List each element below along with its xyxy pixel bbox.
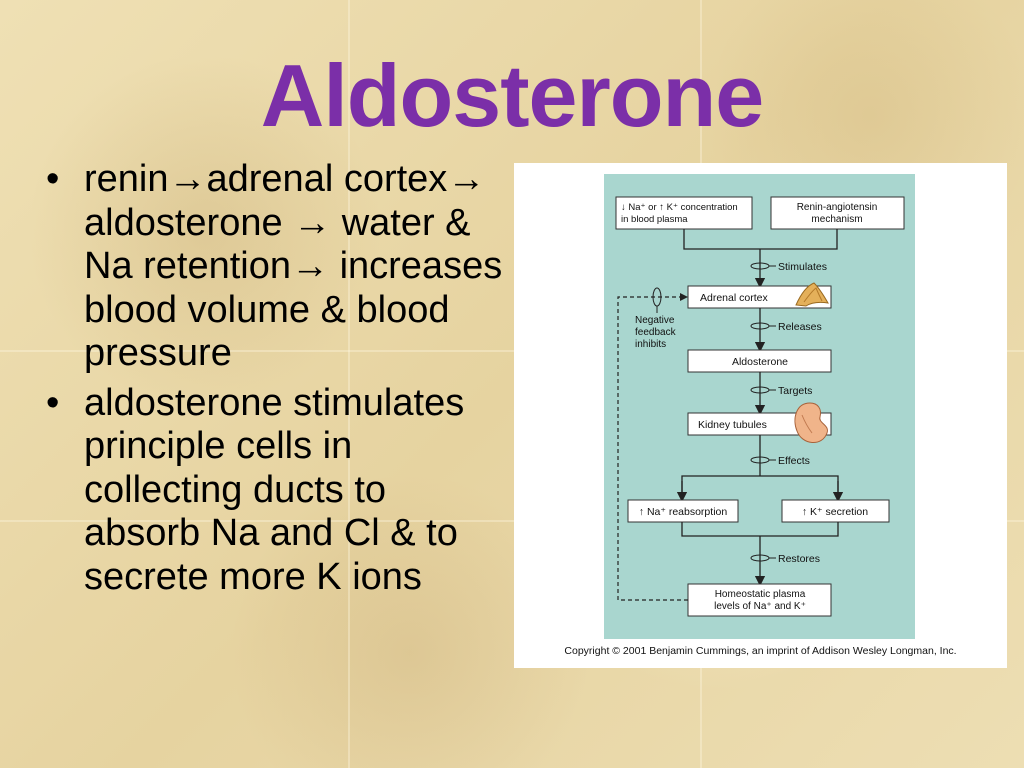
aldosterone-box-label: Aldosterone (732, 356, 788, 368)
na-reabsorption-box (627, 499, 739, 523)
bullet-list: • renin→adrenal cortex→ aldosterone → wat… (40, 158, 510, 605)
k-box-label: ↑ K⁺ secretion (802, 506, 868, 518)
adrenal-gland-icon (795, 282, 829, 307)
renin-box-line2: mechanism (811, 214, 862, 225)
copyright-notice: Copyright © 2001 Benjamin Cummings, an i… (564, 645, 957, 657)
bullet-text: renin→adrenal cortex→ aldosterone → wate… (84, 158, 503, 374)
homeo-box-line1: Homeostatic plasma (715, 589, 806, 600)
bullet-dot: • (46, 158, 60, 200)
releases-label: Releases (778, 321, 822, 333)
homeo-box-line2: levels of Na⁺ and K⁺ (714, 601, 806, 612)
aldosterone-flow-diagram: ↓ Na⁺ or ↑ K⁺ concentration in blood pla… (514, 163, 1007, 668)
background-seam (0, 520, 1024, 522)
plasma-concentration-box (615, 196, 753, 230)
bullet-item: • renin→adrenal cortex→ aldosterone → wat… (40, 158, 510, 376)
stimulates-label: Stimulates (778, 261, 827, 273)
background-seam (348, 0, 350, 768)
negative-label: Negative (635, 315, 675, 326)
restores-label: Restores (778, 553, 820, 565)
targets-label: Targets (778, 385, 812, 397)
negative-feedback-loop (617, 296, 688, 601)
bullet-dot: • (46, 381, 60, 424)
background-seam (0, 350, 1024, 352)
effects-label: Effects (778, 455, 810, 467)
bullet-item: • aldosterone stimulates principle cells … (40, 382, 510, 600)
renin-angiotensin-box (770, 196, 905, 230)
adrenal-box-label: Adrenal cortex (700, 292, 768, 304)
bullet-text: aldosterone stimulates principle cells i… (84, 381, 465, 598)
inhibits-label: inhibits (635, 339, 666, 350)
kidney-box-label: Kidney tubules (698, 419, 767, 431)
plasma-box-line1: ↓ Na⁺ or ↑ K⁺ concentration (621, 202, 738, 213)
feedback-label: feedback (635, 327, 677, 338)
slide-title: Aldosterone (260, 46, 764, 145)
k-secretion-box (781, 499, 890, 523)
renin-box-line1: Renin-angiotensin (797, 202, 878, 213)
na-box-label: ↑ Na⁺ reabsorption (639, 506, 728, 518)
plasma-box-line2: in blood plasma (621, 214, 688, 225)
kidney-icon (794, 402, 828, 443)
